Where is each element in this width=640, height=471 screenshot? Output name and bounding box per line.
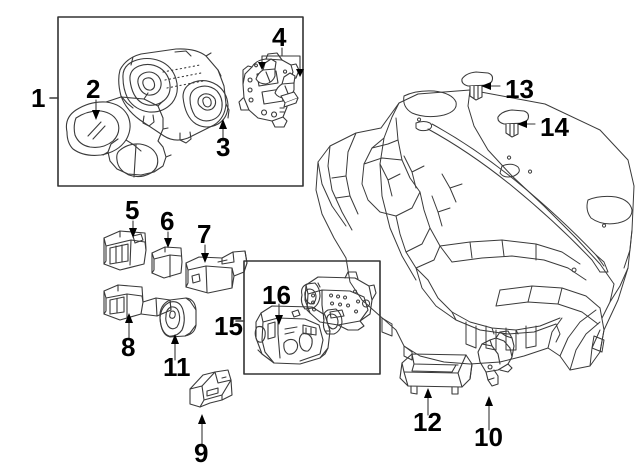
callout-label-2: 2 <box>86 74 100 104</box>
callout-label-4: 4 <box>272 22 287 52</box>
callout-9-arrow <box>198 414 206 447</box>
callout-label-11: 11 <box>163 352 191 382</box>
part-4-cluster-bulb-socket <box>255 58 299 108</box>
callout-10-arrow <box>485 396 493 431</box>
callout-label-3: 3 <box>216 132 230 162</box>
part-dash-instrument-panel <box>315 89 635 371</box>
callout-label-13: 13 <box>505 74 534 104</box>
callout-label-6: 6 <box>160 206 174 236</box>
callout-3-arrow <box>219 119 227 142</box>
part-13-dash-plug-cap-large <box>461 71 494 101</box>
callout-2-arrow <box>92 99 100 120</box>
group-box-15 <box>243 260 381 375</box>
callout-label-15: 15 <box>214 311 243 341</box>
callout-7-arrow <box>201 244 209 263</box>
callout-14-arrow <box>517 120 536 128</box>
part-10-dash-bracket-clip <box>477 330 515 387</box>
callout-8-arrow <box>125 313 133 341</box>
part-5-multi-rocker-switch <box>103 230 147 271</box>
callout-4-bracket <box>258 47 304 77</box>
callout-12-arrow <box>424 388 432 416</box>
part-12-dash-trim-strip <box>399 353 473 395</box>
part-14-dash-plug-cap-small <box>497 109 530 138</box>
group-box-1 <box>57 16 304 187</box>
callout-13-arrow <box>481 82 501 90</box>
callout-label-9: 9 <box>194 438 208 468</box>
callout-label-1: 1 <box>31 83 45 113</box>
callout-label-12: 12 <box>413 407 442 437</box>
part-1-instrument-cluster <box>118 48 230 144</box>
callout-6-arrow <box>164 231 172 248</box>
part-11-rotary-dimmer-knob <box>159 297 197 338</box>
callout-label-14: 14 <box>540 112 569 142</box>
callout-5-arrow <box>129 220 137 238</box>
callout-16-arrow <box>275 303 283 325</box>
part-8-esc-off-switch <box>103 284 172 321</box>
callout-11-arrow <box>171 334 179 361</box>
part-7-trunk-release-switch <box>185 250 248 294</box>
callout-label-5: 5 <box>125 195 139 225</box>
callout-label-7: 7 <box>197 219 211 249</box>
callout-label-16: 16 <box>262 280 291 310</box>
part-9-hazard-switch <box>189 369 233 408</box>
part-15-heater-control-assembly <box>300 271 377 335</box>
callout-label-8: 8 <box>121 332 135 362</box>
callout-label-10: 10 <box>474 422 503 452</box>
